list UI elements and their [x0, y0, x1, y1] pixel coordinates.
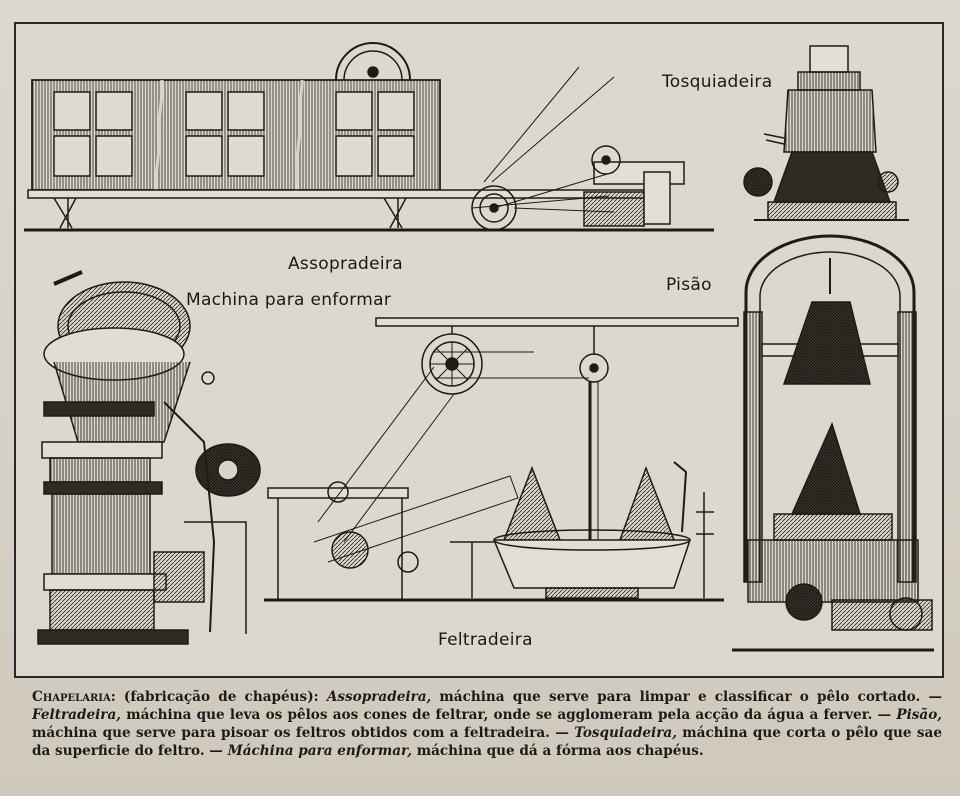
pisao-machine-drawing [732, 234, 934, 652]
caption-term-feltradeira: Feltradeira, [32, 707, 121, 723]
caption-lead: Chapelaria: [32, 689, 116, 705]
tosquiadeira-machine-drawing [743, 45, 909, 221]
caption-term-pisao: Pisão, [896, 707, 942, 723]
caption-desc-tosquiadeira: máchina que corta o pêlo que sae da supe… [32, 725, 942, 759]
caption-desc-assopradeira: máchina que serve para limpar e classifi… [431, 689, 942, 705]
label-tosquiadeira: Tosquiadeira [662, 72, 773, 92]
caption-desc-enformar: máchina que dá a fórma aos chapéus. [411, 743, 704, 759]
caption-term-assopradeira: Assopradeira, [326, 689, 432, 705]
caption-term-enformar: Máchina para enformar, [227, 743, 412, 759]
caption-intro: (fabricação de chapéus): [115, 689, 327, 705]
label-machina-enformar: Machina para enformar [186, 290, 392, 310]
label-assopradeira: Assopradeira [288, 254, 403, 274]
label-feltradeira: Feltradeira [438, 630, 533, 650]
plate-caption: Chapelaria: (fabricação de chapéus): Ass… [32, 688, 942, 760]
engraving-illustration [24, 42, 934, 652]
feltradeira-machine-drawing [264, 317, 739, 602]
caption-term-tosquiadeira: Tosquiadeira, [574, 725, 677, 741]
assopradeira-machine-drawing [24, 42, 714, 232]
caption-desc-pisao: máchina que serve para pisoar os feltros… [32, 725, 575, 741]
caption-desc-feltradeira: máchina que leva os pêlos aos cones de f… [121, 707, 897, 723]
label-pisao: Pisão [666, 275, 712, 295]
machina-enformar-machine-drawing [37, 270, 261, 645]
